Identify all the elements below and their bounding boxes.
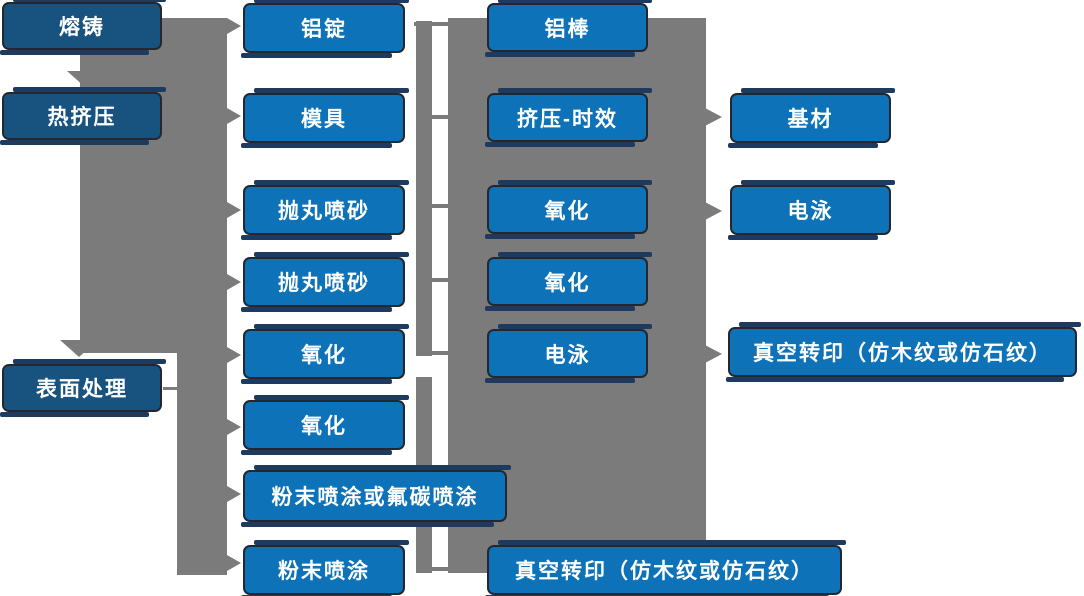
node-shot-blasting-1: 抛丸喷砂 [241, 180, 409, 240]
node-electrophoresis-1: 电泳 [485, 324, 652, 383]
connector-line-row4 [432, 278, 448, 282]
middle-connector-band-upper [416, 21, 432, 356]
node-mold: 模具 [241, 88, 409, 148]
node-powder-or-fluorocarbon-coating: 粉末喷涂或氟碳喷涂 [241, 465, 511, 527]
right-arrowhead-icon [705, 202, 722, 220]
right-arrowhead-icon [227, 18, 241, 34]
down-arrowhead-icon [60, 340, 98, 357]
left-connector-band-lower [177, 18, 227, 575]
right-arrowhead-icon [227, 202, 241, 218]
right-arrowhead-icon [227, 274, 241, 290]
connector-line-row2 [432, 115, 448, 119]
node-aluminum-ingot: 铝锭 [241, 0, 409, 58]
node-oxidation-4: 氧化 [485, 252, 652, 311]
node-oxidation-1: 氧化 [241, 324, 409, 384]
right-arrowhead-icon [227, 419, 241, 435]
right-arrowhead-icon [227, 555, 241, 571]
node-vacuum-transfer-bottom: 真空转印（仿木纹或仿石纹） [485, 540, 846, 596]
node-melting: 熔铸 [0, 0, 166, 55]
right-arrowhead-icon [705, 345, 722, 363]
connector-line-row3 [432, 204, 448, 208]
node-extrusion-aging: 挤压-时效 [485, 88, 652, 147]
connector-line-row8 [432, 567, 448, 571]
node-vacuum-transfer-right: 真空转印（仿木纹或仿石纹） [726, 322, 1081, 382]
surface-treatment-connector-line [163, 387, 177, 390]
connector-line-row5 [432, 351, 448, 355]
node-powder-coating: 粉末喷涂 [241, 540, 409, 596]
node-oxidation-2: 氧化 [241, 395, 409, 455]
right-arrowhead-icon [227, 486, 241, 502]
down-arrowhead-icon [67, 71, 105, 88]
connector-line-row1 [414, 22, 448, 26]
node-electrophoresis-2: 电泳 [728, 180, 895, 240]
node-hot-extrusion: 热挤压 [0, 87, 166, 145]
right-arrowhead-icon [227, 347, 241, 363]
node-surface-treatment: 表面处理 [0, 359, 166, 417]
right-arrowhead-icon [227, 108, 241, 124]
node-aluminum-bar: 铝棒 [485, 0, 652, 57]
node-substrate: 基材 [728, 88, 895, 148]
right-arrowhead-icon [705, 108, 722, 126]
node-shot-blasting-2: 抛丸喷砂 [241, 252, 409, 312]
node-oxidation-3: 氧化 [485, 180, 652, 239]
